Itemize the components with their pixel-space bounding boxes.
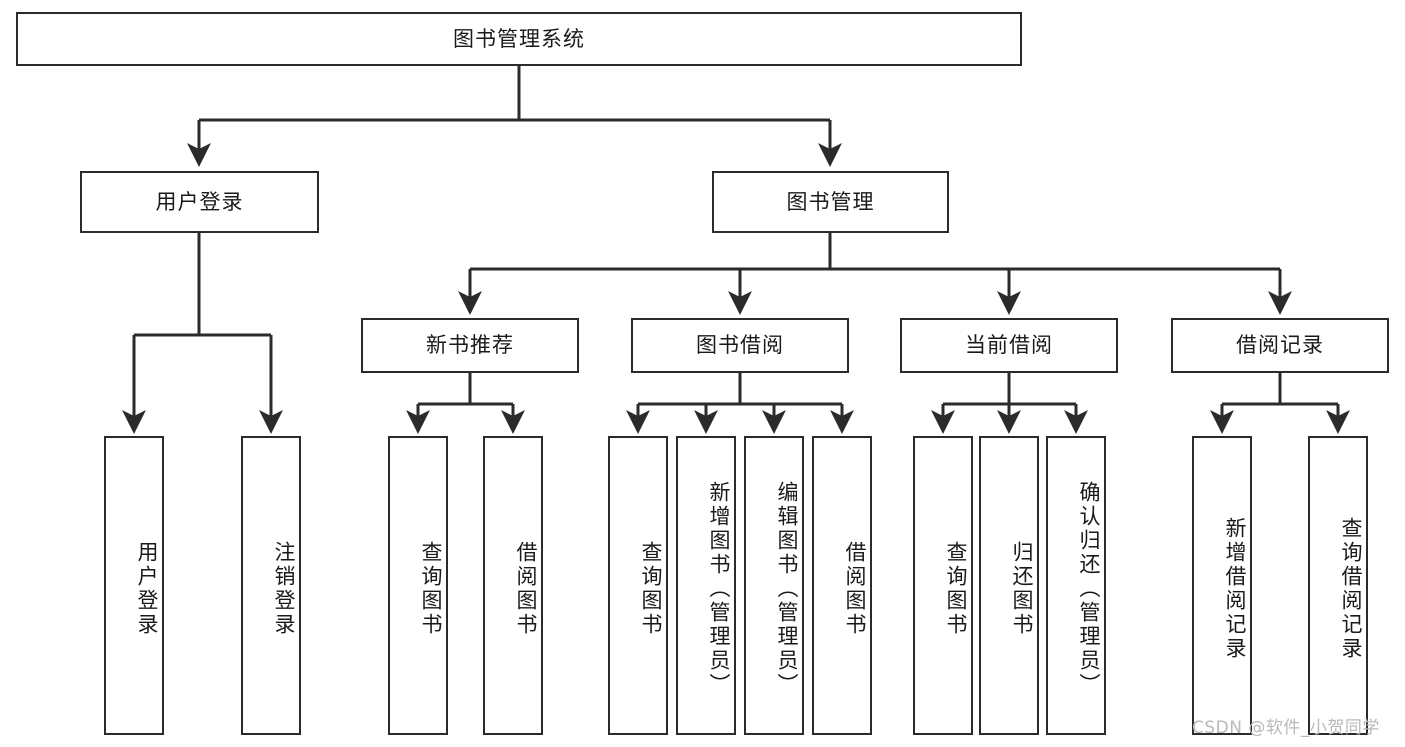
node-label: 图书管理系统 xyxy=(453,26,585,51)
node-label: 用户登录 xyxy=(135,540,159,637)
node-borrow-record[interactable]: 借阅记录 xyxy=(1171,318,1389,373)
node-label: 编辑图书（管理员） xyxy=(775,480,799,697)
node-leaf-borrow-book[interactable]: 借阅图书 xyxy=(812,436,872,735)
node-leaf-user-login[interactable]: 用户登录 xyxy=(104,436,164,735)
node-leaf-add-book[interactable]: 新增图书（管理员） xyxy=(676,436,736,735)
node-label: 确认归还（管理员） xyxy=(1077,480,1101,697)
node-label: 查询图书 xyxy=(944,540,968,637)
node-leaf-confirm-return[interactable]: 确认归还（管理员） xyxy=(1046,436,1106,735)
node-leaf-query-book-recommend[interactable]: 查询图书 xyxy=(388,436,448,735)
node-label: 注销登录 xyxy=(272,540,296,637)
node-label: 新增图书（管理员） xyxy=(707,480,731,697)
node-leaf-logout-login[interactable]: 注销登录 xyxy=(241,436,301,735)
node-current-borrow[interactable]: 当前借阅 xyxy=(900,318,1118,373)
node-label: 借阅图书 xyxy=(843,540,867,637)
node-leaf-query-book-current[interactable]: 查询图书 xyxy=(913,436,973,735)
node-leaf-query-book-borrow[interactable]: 查询图书 xyxy=(608,436,668,735)
node-label: 查询图书 xyxy=(419,540,443,637)
node-book-borrow[interactable]: 图书借阅 xyxy=(631,318,849,373)
watermark-text: CSDN @软件_小贺同学 xyxy=(1192,718,1380,738)
node-book-manage[interactable]: 图书管理 xyxy=(712,171,949,233)
node-label: 图书借阅 xyxy=(696,333,784,358)
node-leaf-return-book[interactable]: 归还图书 xyxy=(979,436,1039,735)
node-leaf-query-record[interactable]: 查询借阅记录 xyxy=(1308,436,1368,735)
node-label: 归还图书 xyxy=(1010,540,1034,637)
node-label: 借阅记录 xyxy=(1236,333,1324,358)
node-label: 查询图书 xyxy=(639,540,663,637)
node-leaf-add-record[interactable]: 新增借阅记录 xyxy=(1192,436,1252,735)
node-label: 查询借阅记录 xyxy=(1339,516,1363,661)
node-user-login[interactable]: 用户登录 xyxy=(80,171,319,233)
node-label: 当前借阅 xyxy=(965,333,1053,358)
node-leaf-borrow-book-recommend[interactable]: 借阅图书 xyxy=(483,436,543,735)
node-label: 借阅图书 xyxy=(514,540,538,637)
node-label: 用户登录 xyxy=(155,189,244,214)
node-label: 新增借阅记录 xyxy=(1223,516,1247,661)
node-leaf-edit-book[interactable]: 编辑图书（管理员） xyxy=(744,436,804,735)
node-new-book-recommend[interactable]: 新书推荐 xyxy=(361,318,579,373)
node-book-management-system[interactable]: 图书管理系统 xyxy=(16,12,1022,66)
node-label: 新书推荐 xyxy=(426,333,514,358)
node-label: 图书管理 xyxy=(786,189,875,214)
